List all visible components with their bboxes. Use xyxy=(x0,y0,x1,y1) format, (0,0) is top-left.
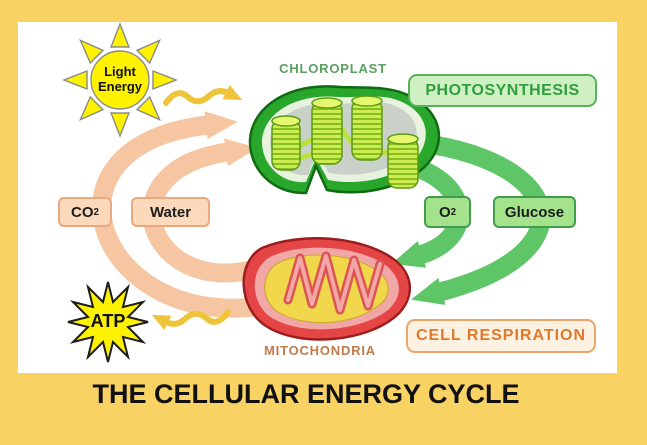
grana-stacks xyxy=(271,95,419,189)
diagram-title: THE CELLULAR ENERGY CYCLE xyxy=(92,379,520,409)
atp-burst-icon xyxy=(67,281,149,363)
sun-rays xyxy=(62,22,178,138)
atp-squiggle-arrow xyxy=(151,309,231,331)
mitochondria-label: MITOCHONDRIA xyxy=(264,343,376,358)
energy-arrows xyxy=(151,84,243,331)
sun-label-line1: Light xyxy=(104,64,136,79)
cell-respiration-badge: CELL RESPIRATION xyxy=(406,319,596,353)
glucose-box: Glucose xyxy=(493,196,576,228)
chloroplast-label: CHLOROPLAST xyxy=(279,61,387,76)
light-energy-squiggle-arrow xyxy=(163,84,243,106)
water-label: Water xyxy=(149,203,192,221)
co2-to-chloroplast-arrow xyxy=(92,111,270,318)
water-to-chloroplast-arrow xyxy=(142,138,261,283)
sun-label-line2: Energy xyxy=(97,79,143,94)
o2-subscript: 2 xyxy=(450,206,457,218)
sun-core xyxy=(90,50,150,110)
water-box: Water xyxy=(131,197,210,227)
glucose-label: Glucose xyxy=(504,203,565,221)
co2-subscript: 2 xyxy=(93,206,99,218)
co2-label: CO xyxy=(71,203,94,221)
mitochondria-illustration xyxy=(242,237,412,341)
atp-label: ATP xyxy=(90,311,126,331)
cristae-folds-inner xyxy=(286,254,382,312)
o2-label: O xyxy=(438,203,451,221)
sun-icon xyxy=(62,22,178,138)
photosynthesis-badge: PHOTOSYNTHESIS xyxy=(408,74,597,107)
sun-label: Light Energy xyxy=(88,64,152,94)
chloroplast-illustration xyxy=(248,85,441,195)
